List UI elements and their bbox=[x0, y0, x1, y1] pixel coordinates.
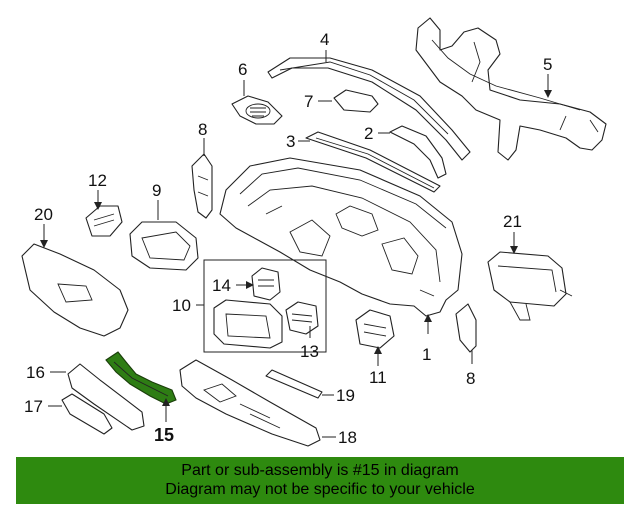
callout-6[interactable]: 6 bbox=[238, 60, 247, 79]
part-1-instrument-panel[interactable] bbox=[219, 157, 463, 317]
part-3-defroster-strip[interactable] bbox=[305, 131, 441, 193]
arrow-11 bbox=[374, 346, 382, 354]
part-20-lower-left-panel[interactable] bbox=[21, 243, 129, 337]
callout-2[interactable]: 2 bbox=[364, 124, 373, 143]
part-10-center-faceplate[interactable] bbox=[213, 299, 283, 349]
callout-8-lower[interactable]: 8 bbox=[466, 369, 475, 388]
part-11-right-vent[interactable] bbox=[355, 309, 395, 349]
part-12-vent[interactable] bbox=[85, 205, 123, 237]
callout-19[interactable]: 19 bbox=[336, 386, 355, 405]
callout-10[interactable]: 10 bbox=[172, 296, 191, 315]
part-8-left-bracket[interactable] bbox=[191, 153, 213, 219]
part-18-lower-center-panel[interactable] bbox=[179, 359, 321, 447]
part-2-side-duct[interactable] bbox=[389, 125, 447, 179]
arrow-1 bbox=[424, 314, 432, 322]
part-16-lower-trim[interactable] bbox=[67, 363, 145, 431]
info-banner: Part or sub-assembly is #15 in diagram D… bbox=[16, 457, 624, 504]
callout-4[interactable]: 4 bbox=[320, 30, 329, 49]
banner-line-1: Part or sub-assembly is #15 in diagram bbox=[181, 462, 459, 479]
callout-16[interactable]: 16 bbox=[26, 363, 45, 382]
callout-12[interactable]: 12 bbox=[88, 171, 107, 190]
callout-14[interactable]: 14 bbox=[212, 276, 231, 295]
part-6-speaker-grille[interactable] bbox=[231, 95, 283, 125]
part-9-cluster-bezel[interactable] bbox=[129, 221, 199, 271]
callout-11[interactable]: 11 bbox=[369, 368, 387, 387]
callout-7[interactable]: 7 bbox=[304, 92, 313, 111]
callout-21[interactable]: 21 bbox=[503, 212, 522, 231]
callout-5[interactable]: 5 bbox=[543, 55, 552, 74]
part-15-highlighted-bracket[interactable] bbox=[105, 351, 177, 405]
part-13-right-center-vent[interactable] bbox=[285, 301, 319, 335]
arrow-12 bbox=[94, 202, 102, 210]
part-17-knee-panel[interactable] bbox=[61, 393, 113, 435]
dashboard-parts-diagram: 4 5 6 7 3 2 8 bbox=[21, 17, 607, 447]
arrow-20 bbox=[40, 240, 48, 248]
banner-line-2: Diagram may not be specific to your vehi… bbox=[165, 481, 475, 498]
callout-3[interactable]: 3 bbox=[286, 132, 295, 151]
callout-17[interactable]: 17 bbox=[24, 397, 43, 416]
callout-8-upper[interactable]: 8 bbox=[198, 120, 207, 139]
arrow-15 bbox=[162, 398, 170, 406]
part-14-center-vent[interactable] bbox=[251, 267, 281, 301]
callout-15[interactable]: 15 bbox=[154, 425, 174, 445]
callout-18[interactable]: 18 bbox=[338, 428, 357, 447]
part-8-right-end-cap[interactable] bbox=[455, 303, 477, 353]
callout-9[interactable]: 9 bbox=[152, 181, 161, 200]
part-7-cover[interactable] bbox=[333, 89, 379, 113]
part-4-upper-pad[interactable] bbox=[267, 57, 471, 161]
part-5-cowl-crossmember[interactable] bbox=[415, 17, 607, 161]
callout-20[interactable]: 20 bbox=[34, 205, 53, 224]
part-19-trim-strip[interactable] bbox=[265, 369, 323, 399]
arrow-5 bbox=[544, 90, 552, 98]
part-21-passenger-airbag[interactable] bbox=[487, 251, 573, 321]
arrow-14 bbox=[246, 281, 254, 289]
callout-1[interactable]: 1 bbox=[422, 345, 431, 364]
arrow-21 bbox=[510, 246, 518, 254]
group-10-box bbox=[203, 259, 327, 353]
callout-13[interactable]: 13 bbox=[300, 342, 319, 361]
